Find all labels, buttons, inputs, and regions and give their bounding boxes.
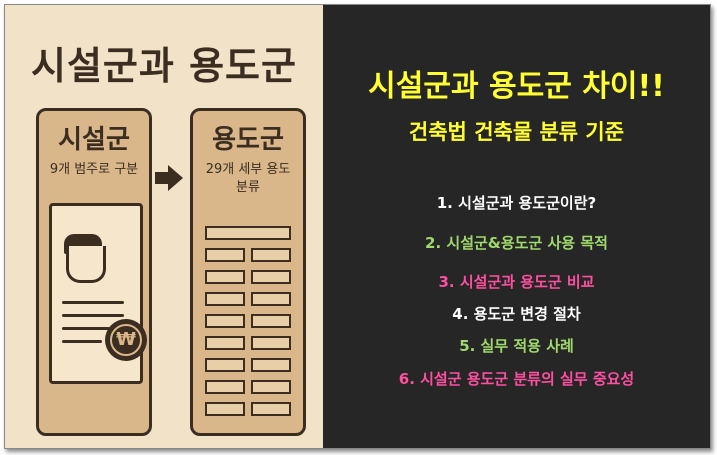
facility-card-subtitle: 9개 범주로 구분	[49, 162, 139, 177]
grid-cell	[205, 314, 245, 328]
title-panel: 시설군과 용도군 차이!! 건축법 건축물 분류 기준 1. 시설군과 용도군이…	[323, 5, 710, 448]
grid-row	[205, 402, 291, 416]
grid-row	[205, 314, 291, 328]
thumbnail-frame: 시설군과 용도군 시설군 9개 범주로 구분 ₩ 용도군 29개 세부 용도	[4, 4, 711, 449]
grid-cell	[251, 336, 291, 350]
won-symbol: ₩	[110, 324, 142, 356]
use-card-title: 용도군	[212, 125, 284, 155]
grid-cell	[251, 248, 291, 262]
grid-cell	[205, 336, 245, 350]
document-icon	[49, 203, 143, 384]
person-face-icon	[66, 246, 106, 283]
subheadline: 건축법 건축물 분류 기준	[408, 120, 625, 144]
facility-group-card: 시설군 9개 범주로 구분 ₩	[36, 108, 152, 436]
grid-row	[205, 358, 291, 372]
document-line	[62, 314, 124, 317]
use-card-subtitle: 29개 세부 용도 분류	[193, 161, 303, 197]
document-line	[62, 340, 102, 343]
right-arrow-icon	[155, 165, 183, 191]
use-group-card: 용도군 29개 세부 용도 분류	[190, 108, 306, 436]
grid-cell	[205, 270, 245, 284]
grid-cell	[205, 380, 245, 394]
toc-item: 6. 시설군 용도군 분류의 실무 중요성	[398, 370, 635, 388]
illustration-panel: 시설군과 용도군 시설군 9개 범주로 구분 ₩ 용도군 29개 세부 용도	[5, 5, 323, 448]
grid-cell	[251, 380, 291, 394]
headline: 시설군과 용도군 차이!!	[368, 69, 665, 104]
use-card-subtitle-line1: 29개 세부 용도	[205, 162, 291, 177]
grid-cell	[205, 358, 245, 372]
document-line	[62, 327, 110, 330]
illustration-title: 시설군과 용도군	[31, 44, 297, 88]
grid-cell	[205, 292, 245, 306]
toc-item: 2. 시설군&용도군 사용 목적	[425, 234, 608, 252]
won-coin-icon: ₩	[105, 319, 147, 361]
category-grid-icon	[205, 226, 291, 424]
grid-cell	[205, 402, 245, 416]
grid-cell	[251, 292, 291, 306]
grid-cell	[251, 358, 291, 372]
toc-item: 3. 시설군과 용도군 비교	[438, 273, 595, 291]
grid-cell	[251, 270, 291, 284]
toc-item: 5. 실무 적용 사례	[459, 337, 574, 355]
facility-card-title: 시설군	[58, 125, 130, 155]
grid-row	[205, 248, 291, 262]
use-card-subtitle-line2: 분류	[236, 180, 260, 195]
grid-cell	[251, 314, 291, 328]
grid-cell	[251, 402, 291, 416]
toc-item: 4. 용도군 변경 절차	[452, 305, 581, 323]
toc-item: 1. 시설군과 용도군이란?	[436, 194, 597, 212]
grid-row	[205, 270, 291, 284]
document-line	[62, 301, 124, 304]
grid-row	[205, 380, 291, 394]
grid-row	[205, 292, 291, 306]
grid-cell	[205, 248, 245, 262]
grid-header-cell	[205, 226, 291, 240]
grid-row	[205, 336, 291, 350]
